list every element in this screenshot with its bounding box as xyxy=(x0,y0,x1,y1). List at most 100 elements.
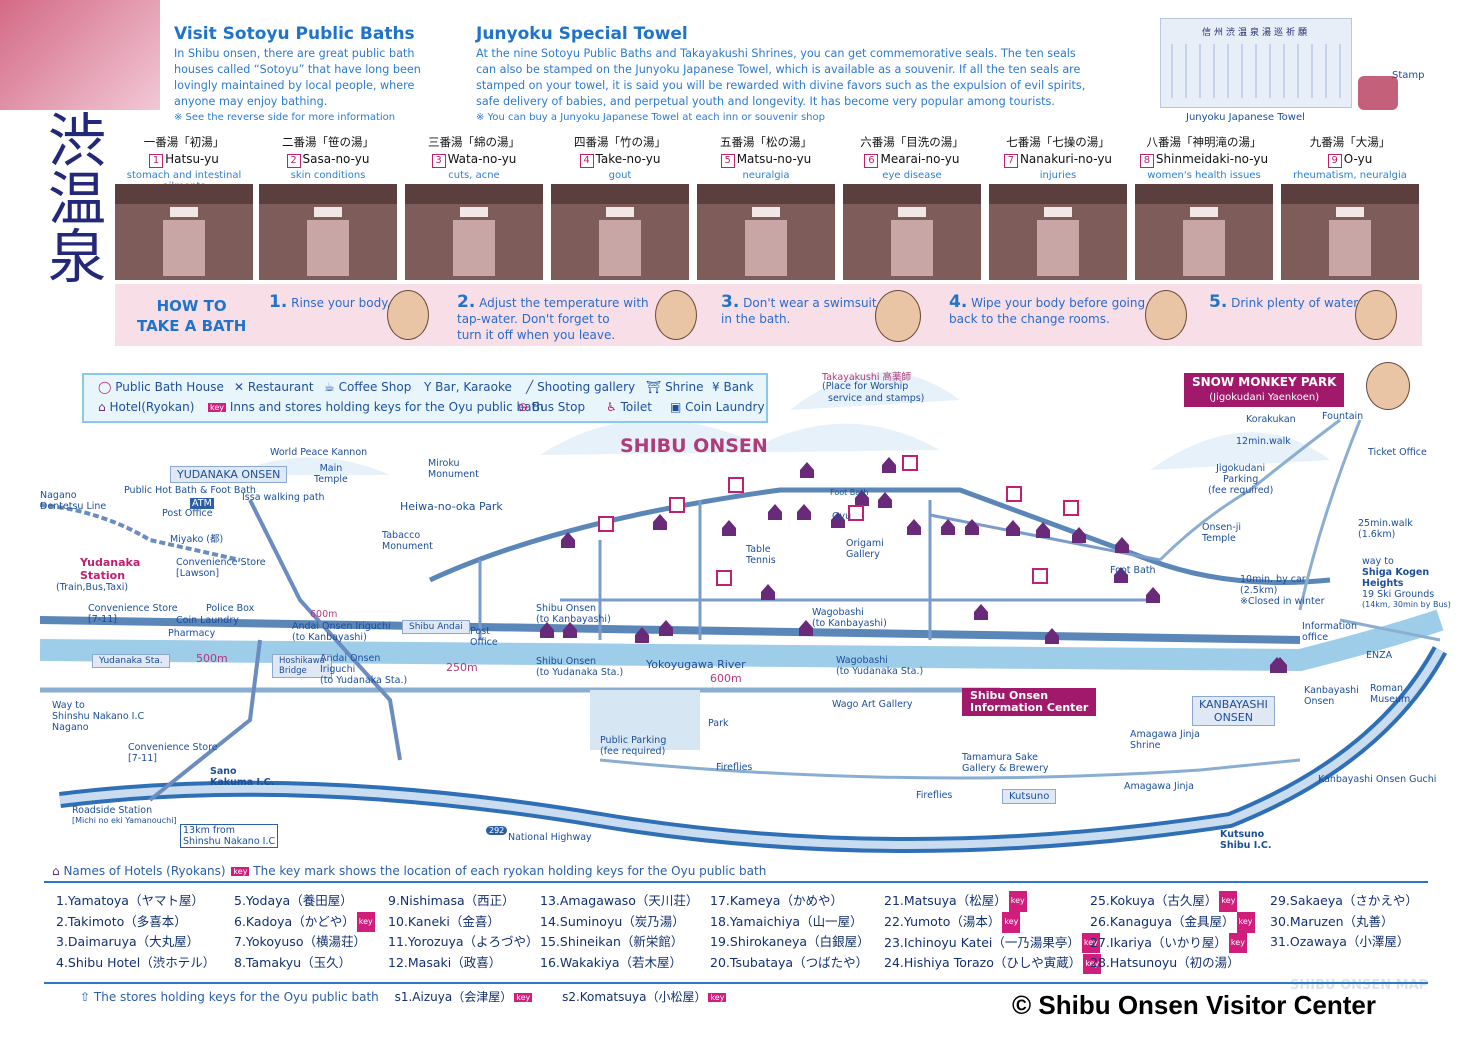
hotel-marker[interactable] xyxy=(965,519,979,535)
hotel-marker[interactable] xyxy=(635,627,649,643)
bath-marker[interactable] xyxy=(902,455,918,471)
bath-photo xyxy=(1281,184,1419,280)
hotel-marker[interactable] xyxy=(768,504,782,520)
label-711: Convenience Store[7-11] xyxy=(88,603,178,625)
hotel-marker[interactable] xyxy=(761,584,775,600)
hotel-marker[interactable] xyxy=(974,604,988,620)
hotel-entry: 15.Shineikan（新栄館） xyxy=(540,932,698,953)
hotel-marker[interactable] xyxy=(1006,520,1020,536)
hotel-marker[interactable] xyxy=(561,532,575,548)
legend-shrine: ⛩ Shrine xyxy=(646,380,704,394)
hotel-marker[interactable] xyxy=(1273,657,1287,673)
bath-marker[interactable] xyxy=(1006,486,1022,502)
hotels-header: ⌂ Names of Hotels (Ryokans) key The key … xyxy=(52,864,767,878)
hotel-marker[interactable] xyxy=(800,462,814,478)
bar-icon: Y xyxy=(424,380,432,394)
map-legend: ◯ Public Bath House ✕ Restaurant ☕ Coffe… xyxy=(82,373,768,423)
hotel-marker[interactable] xyxy=(855,490,869,506)
label-national-hwy: National Highway xyxy=(508,832,592,843)
label-world-peace: World Peace Kannon xyxy=(270,447,368,458)
hotel-marker[interactable] xyxy=(653,514,667,530)
hotel-entry: 9.Nishimasa（西正） xyxy=(388,891,539,912)
side-road xyxy=(148,499,402,802)
legend-bus: ⊖ Bus Stop xyxy=(518,400,586,414)
label-issa: Issa walking path xyxy=(242,492,325,503)
label-snow-monkey[interactable]: SNOW MONKEY PARK(Jigokudani Yaenkoen) xyxy=(1184,373,1345,407)
bath-marker[interactable] xyxy=(848,505,864,521)
hotel-marker[interactable] xyxy=(722,520,736,536)
bath-marker[interactable] xyxy=(716,570,732,586)
label-kutsuno: Kutsuno xyxy=(1002,789,1057,804)
legend-restaurant: ✕ Restaurant xyxy=(234,380,314,394)
hotel-marker[interactable] xyxy=(1114,567,1128,583)
park-area xyxy=(590,690,700,750)
kutsuno-road xyxy=(599,758,1301,780)
bath-marker[interactable] xyxy=(598,516,614,532)
label-yudanaka-onsen: YUDANAKA ONSEN xyxy=(170,466,288,483)
hotel-marker[interactable] xyxy=(799,620,813,636)
bath-jp-name: 九番湯「大湯」 xyxy=(1309,135,1391,149)
hotel-marker[interactable] xyxy=(882,457,896,473)
hotel-marker[interactable] xyxy=(878,492,892,508)
visit-line: In Shibu onsen, there are great public b… xyxy=(174,47,415,60)
label-heiwa-park: Heiwa-no-oka Park xyxy=(400,500,503,513)
bank-icon: ¥ xyxy=(712,380,720,394)
hotel-marker[interactable] xyxy=(1036,522,1050,538)
hotel-marker[interactable] xyxy=(1045,628,1059,644)
bath-marker[interactable] xyxy=(669,497,685,513)
towel-heading: 信州渋温泉湯巡祈願 xyxy=(1201,28,1310,38)
hotel-marker[interactable] xyxy=(831,512,845,528)
map-markers xyxy=(540,455,1287,673)
hotel-marker[interactable] xyxy=(1115,537,1129,553)
stamp-caption: Stamp xyxy=(1392,70,1425,81)
photo-door xyxy=(1037,220,1079,277)
legend-bank: ¥ Bank xyxy=(712,380,754,394)
hotel-marker[interactable] xyxy=(563,622,577,638)
bath-marker[interactable] xyxy=(1032,568,1048,584)
how-to-panel: HOW TO TAKE A BATH 1. Rinse your body. 2… xyxy=(115,284,1422,346)
towel-line: stamped on your towel, it is said you wi… xyxy=(476,79,1086,92)
bath-marker[interactable] xyxy=(1063,500,1079,516)
header-photo xyxy=(0,0,160,110)
hotel-marker[interactable] xyxy=(797,504,811,520)
hotel-icon: ⌂ xyxy=(52,864,60,878)
label-takayakushi[interactable]: Takayakushi 高薬師 xyxy=(822,372,912,383)
hotel-marker[interactable] xyxy=(540,622,554,638)
bath-number: 4 xyxy=(579,154,594,168)
label-park: Park xyxy=(708,718,729,729)
hotel-marker[interactable] xyxy=(659,620,673,636)
legend-coffee: ☕ Coffee Shop xyxy=(324,380,412,394)
hotel-marker[interactable] xyxy=(1072,527,1086,543)
hotel-entry: 4.Shibu Hotel（渋ホテル） xyxy=(56,953,215,974)
bath-jp-name: 七番湯「七操の湯」 xyxy=(1006,135,1110,149)
howto-title-line: HOW TO xyxy=(156,297,227,315)
hotel-marker[interactable] xyxy=(941,519,955,535)
coffee-icon: ☕ xyxy=(324,380,335,394)
hotel-entry: 11.Yorozuya（よろづや） xyxy=(388,932,539,953)
label-shibu-andai: Shibu Andai xyxy=(402,620,470,634)
bath-marker[interactable] xyxy=(728,477,744,493)
label-coin-laundry: Coin Laundry xyxy=(176,615,239,626)
label-post-office: Post Office xyxy=(162,508,213,519)
bath-jp-name: 六番湯「目洗の湯」 xyxy=(860,135,964,149)
label-takayakushi-sub: (Place for Worship xyxy=(822,381,909,392)
hotel-marker[interactable] xyxy=(907,519,921,535)
hotel-marker[interactable] xyxy=(1146,587,1160,603)
hotel-name: 6.Kadoya（かどや） xyxy=(234,913,355,929)
hotel-entry: 2.Takimoto（多喜本） xyxy=(56,912,215,933)
